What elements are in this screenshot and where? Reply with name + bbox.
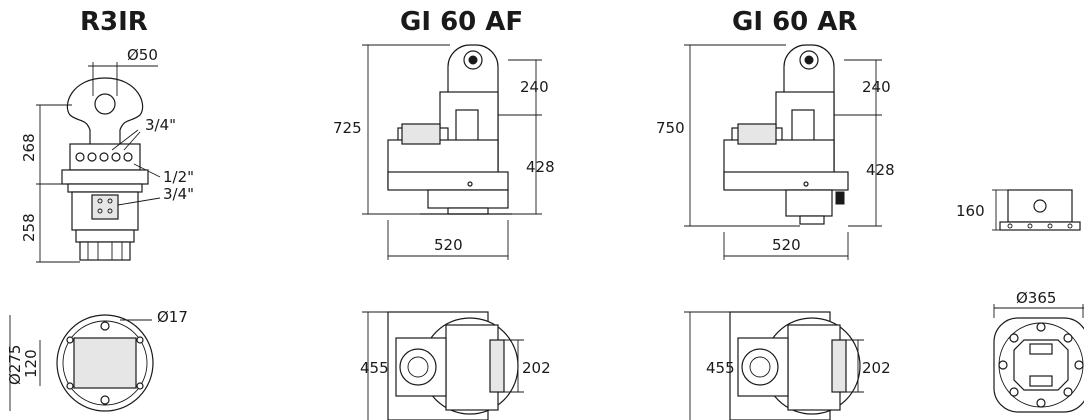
r3ir-top-diameter: Ø50 [127, 46, 158, 64]
r3ir-upper-height: 268 [20, 133, 38, 162]
gi60af-plan-view [362, 311, 524, 420]
gi60ar-top: 240 [862, 78, 891, 96]
r3ir-plan-view [9, 314, 154, 412]
gi60af-plan-width: 202 [522, 359, 551, 377]
gi60ar-plan-height: 455 [706, 359, 735, 377]
gi60af-plan-height: 455 [360, 359, 389, 377]
gi60af-mid: 428 [526, 158, 555, 176]
gi60ar-width: 520 [772, 236, 801, 254]
gi60ar-plan-width: 202 [862, 359, 891, 377]
gi60ar-height: 750 [656, 119, 685, 137]
r3ir-bolt-diameter: Ø17 [157, 308, 188, 326]
r3ir-lower-height: 258 [20, 213, 38, 242]
gi60ar-side-view [684, 44, 882, 260]
gi60af-side-view [362, 44, 542, 260]
gi60af-width: 520 [434, 236, 463, 254]
title-gi60ar: GI 60 AR [732, 7, 857, 37]
title-gi60af: GI 60 AF [400, 7, 523, 37]
r3ir-port-b: 1/2" [163, 168, 194, 186]
gi60ar-plan-view [684, 311, 864, 420]
gi60af-top: 240 [520, 78, 549, 96]
r3ir-port-a: 3/4" [145, 116, 176, 134]
gi60ar-mid: 428 [866, 161, 895, 179]
adapter-side-view [992, 189, 1081, 231]
r3ir-port-c: 3/4" [163, 185, 194, 203]
r3ir-side-view [36, 62, 161, 263]
r3ir-inner-width: 120 [22, 349, 40, 378]
adapter-diameter: Ø365 [1016, 289, 1056, 307]
r3ir-outer-diameter: Ø275 [6, 345, 24, 385]
adapter-height: 160 [956, 202, 985, 220]
gi60af-height: 725 [333, 119, 362, 137]
title-r3ir: R3IR [80, 7, 148, 37]
adapter-plan-view [993, 304, 1084, 413]
